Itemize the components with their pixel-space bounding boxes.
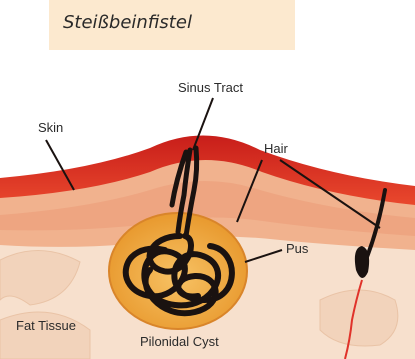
label-pus: Pus bbox=[286, 241, 308, 256]
label-skin: Skin bbox=[38, 120, 63, 135]
label-pilonidal-cyst: Pilonidal Cyst bbox=[140, 334, 219, 349]
label-hair: Hair bbox=[264, 141, 288, 156]
diagram-title: Steißbeinfistel bbox=[63, 12, 192, 33]
label-fat-tissue: Fat Tissue bbox=[16, 318, 76, 333]
label-sinus-tract: Sinus Tract bbox=[178, 80, 243, 95]
